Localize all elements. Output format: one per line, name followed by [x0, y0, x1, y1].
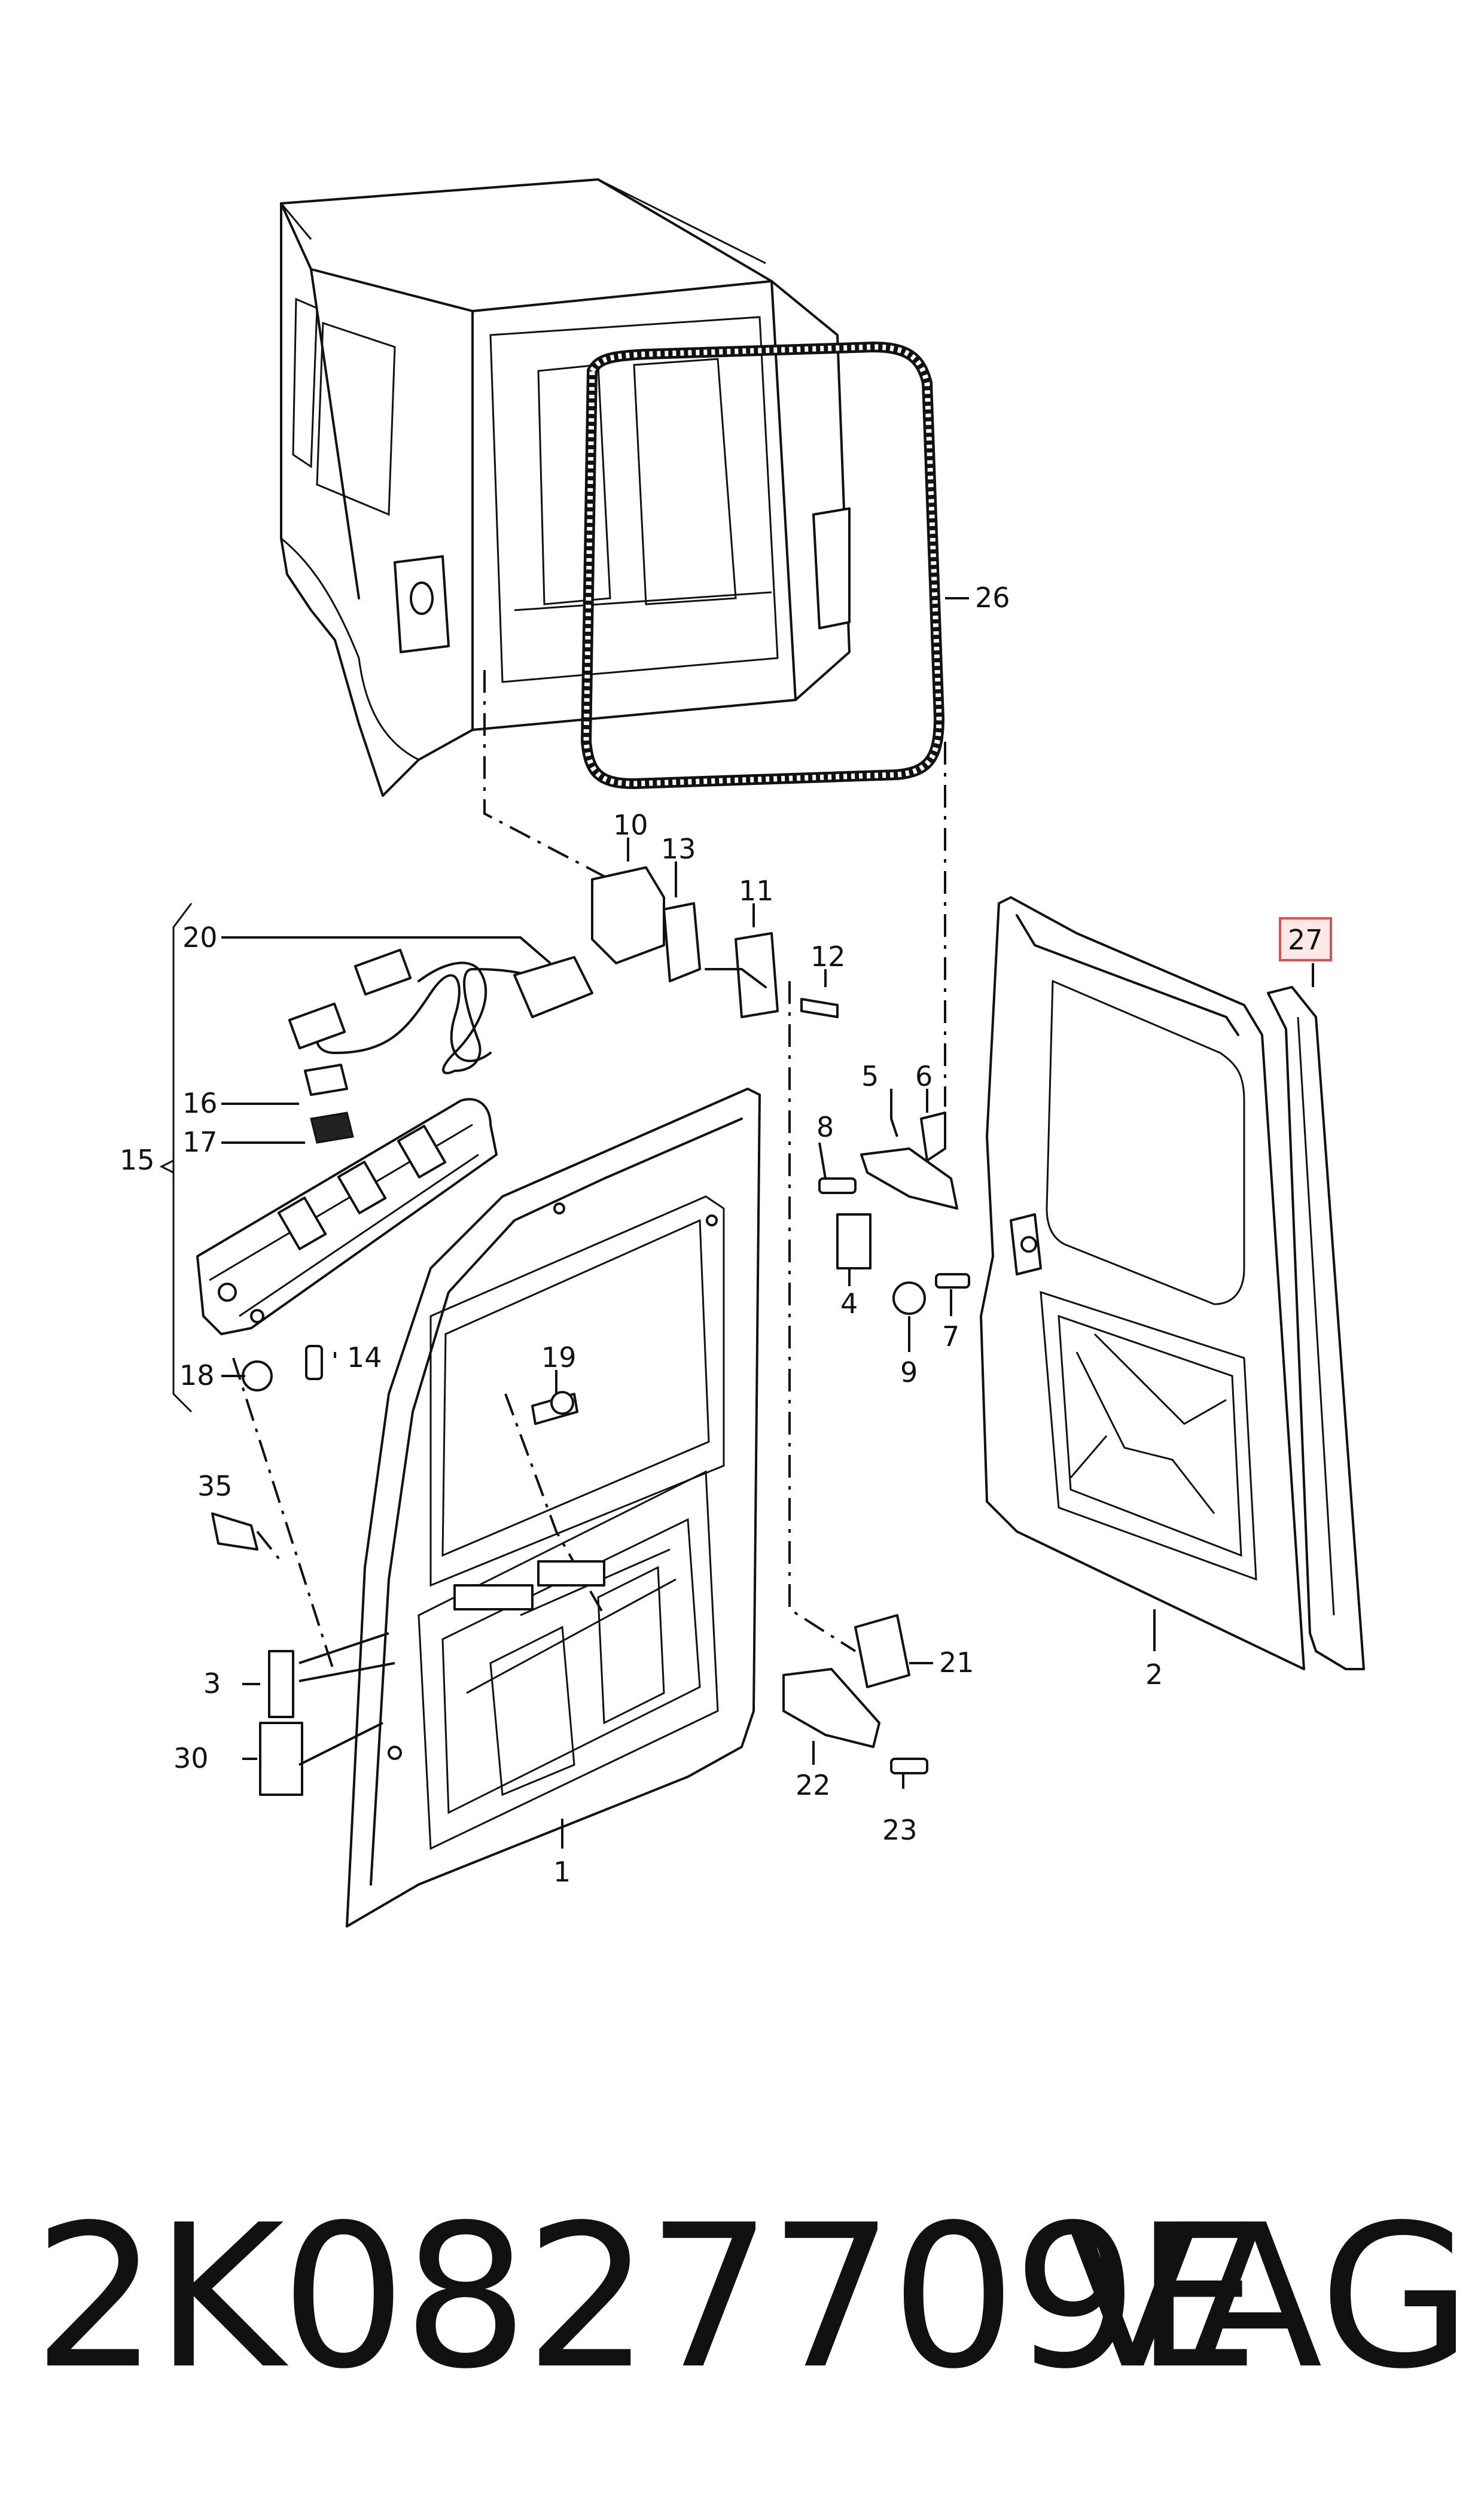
callout-16: 16 [182, 1087, 218, 1119]
cover-part-21 [854, 1614, 910, 1688]
callout-13: 13 [661, 833, 696, 865]
right-rear-door-part-2 [980, 896, 1305, 1670]
door-seal-part-26 [580, 341, 945, 790]
callout-4: 4 [840, 1287, 858, 1320]
gasket-part-13 [663, 902, 701, 982]
trim-strip-part-27 [1267, 986, 1365, 1670]
callout-2: 2 [1145, 1658, 1163, 1691]
screw-part-23 [890, 1758, 928, 1774]
callout-9: 9 [900, 1356, 918, 1389]
screw-part-8 [818, 1177, 857, 1194]
brand-name: VAG [1065, 2182, 1472, 2412]
callout-15: 15 [120, 1144, 155, 1176]
bracket-part-10 [591, 866, 665, 964]
callout-labels: 26 10 13 11 12 20 16 17 15 14 18 19 35 3… [120, 581, 1332, 1888]
clip-part-17 [310, 1112, 354, 1144]
spring-part-6 [920, 1112, 946, 1162]
alignment-lines [232, 670, 946, 1676]
part-number: 2K0827709E [33, 2182, 1260, 2412]
callout-17: 17 [182, 1126, 218, 1158]
callout-3: 3 [203, 1667, 221, 1700]
pad-part-30 [259, 1722, 303, 1796]
plate-part-4 [836, 1213, 871, 1269]
hinge-part-5 [860, 1147, 958, 1210]
handle-assembly-part-15 [159, 903, 498, 1413]
footer: 2K0827709E VAG [0, 2178, 1484, 2417]
pad-part-3 [268, 1650, 294, 1718]
exploded-parts-diagram: 26 10 13 11 12 20 16 17 15 14 18 19 35 3… [120, 178, 1365, 1928]
callout-23: 23 [882, 1814, 918, 1846]
screw-part-14 [305, 1345, 323, 1380]
leader-lines [221, 597, 1314, 1849]
callout-11: 11 [739, 875, 774, 907]
wiring-harness-part-20 [288, 948, 593, 1074]
callout-5: 5 [861, 1060, 879, 1092]
callout-20: 20 [182, 921, 218, 954]
callout-8: 8 [816, 1111, 834, 1143]
clip-part-16 [304, 1064, 348, 1096]
callout-27-highlight [1279, 917, 1332, 961]
callout-26: 26 [975, 581, 1010, 614]
vehicle-body [280, 178, 851, 797]
screw-part-7 [935, 1273, 970, 1289]
callout-1: 1 [553, 1856, 571, 1888]
small-parts [211, 866, 970, 1796]
bumper-part-35 [211, 1512, 258, 1551]
cap-part-9 [892, 1281, 926, 1315]
callout-30: 30 [173, 1742, 209, 1774]
callout-27: 27 [1288, 924, 1323, 956]
check-strap-part-22 [782, 1668, 880, 1748]
callout-21: 21 [939, 1646, 974, 1679]
grommet-part-18 [242, 1360, 273, 1392]
callout-19: 19 [541, 1341, 577, 1374]
callout-14: 14 [347, 1341, 382, 1374]
screw-part-12 [800, 998, 839, 1018]
callout-12: 12 [810, 940, 846, 973]
callout-10: 10 [613, 809, 648, 841]
left-rear-door-part-1 [346, 1088, 761, 1928]
callout-7: 7 [942, 1320, 959, 1353]
striker-part-11 [735, 932, 779, 1018]
callout-22: 22 [796, 1769, 831, 1801]
callout-6: 6 [915, 1060, 933, 1092]
callout-35: 35 [197, 1470, 233, 1502]
callout-18: 18 [179, 1359, 215, 1392]
